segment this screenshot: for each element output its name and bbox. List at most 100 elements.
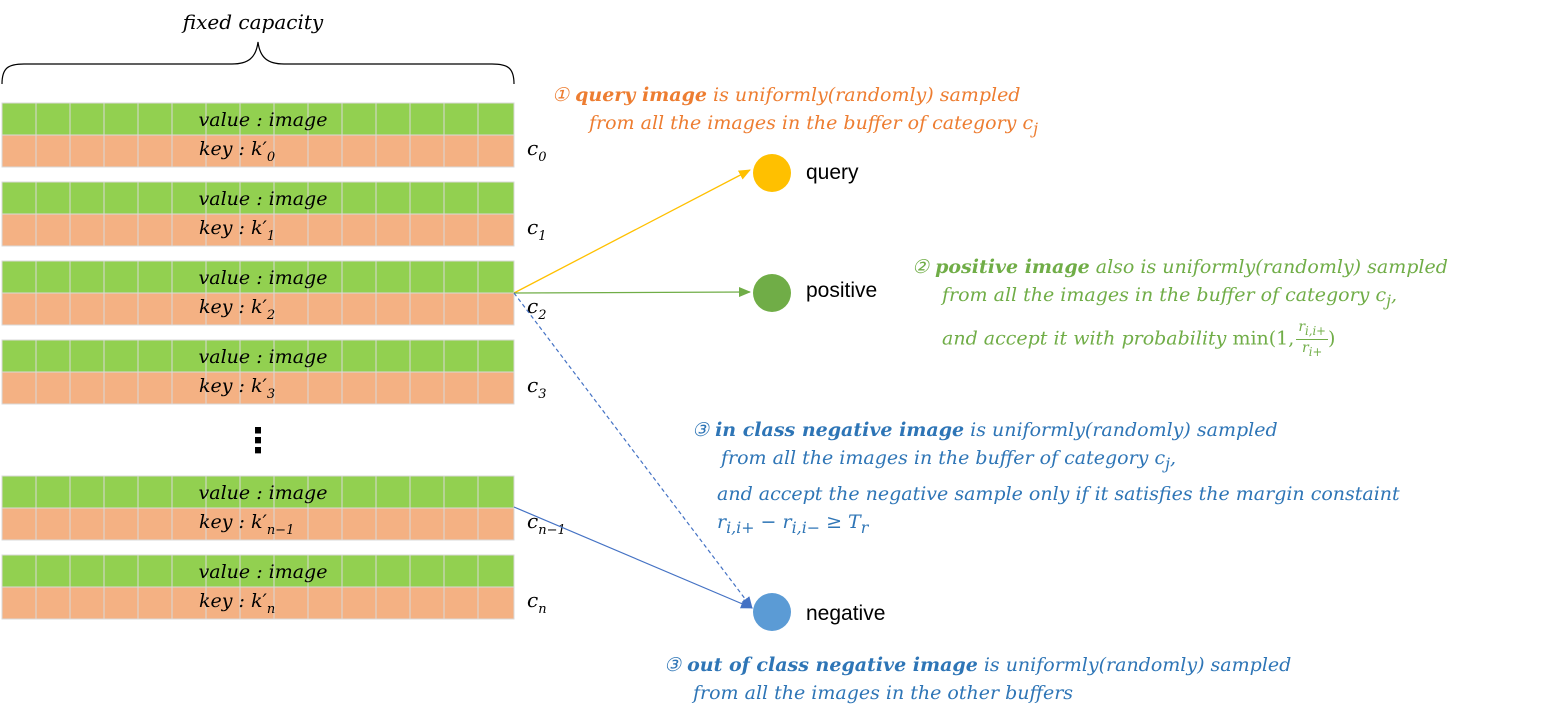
key-cell (239, 292, 275, 326)
key-cell (477, 134, 515, 168)
value-cell (69, 339, 105, 373)
key-cell (375, 507, 411, 541)
key-cell (307, 507, 343, 541)
key-cell (341, 371, 377, 405)
step-marker: ② (912, 256, 930, 278)
key-cell (307, 134, 343, 168)
buffer-value-label: value : image (199, 109, 328, 131)
fraction-numerator: r (1298, 318, 1306, 335)
value-cell (375, 554, 411, 588)
value-cell (341, 260, 377, 294)
query-annotation-line2: from all the images in the buffer of cat… (589, 112, 1034, 134)
value-cell (137, 181, 173, 215)
value-cell (375, 260, 411, 294)
margin-r-pos: r (717, 510, 727, 533)
key-cell (103, 371, 139, 405)
key-cell (409, 134, 445, 168)
key-cell (307, 371, 343, 405)
key-cell (477, 507, 515, 541)
query-annotation-line2-sub: j (1033, 118, 1039, 138)
key-cell (443, 371, 479, 405)
out-class-negative-line1: is uniformly(randomly) sampled (977, 654, 1292, 676)
out-class-negative-annotation: ③ out of class negative image is uniform… (664, 651, 1291, 707)
value-cell (443, 260, 479, 294)
key-cell (137, 292, 173, 326)
value-cell (477, 339, 515, 373)
value-cell (35, 181, 71, 215)
key-cell (239, 371, 275, 405)
value-cell (307, 339, 343, 373)
value-cell (69, 181, 105, 215)
key-cell (1, 586, 37, 620)
key-cell (239, 507, 275, 541)
buffer-category-label: cn (527, 588, 547, 617)
probability-min: min(1, (1232, 327, 1295, 350)
key-cell (103, 507, 139, 541)
value-cell (409, 260, 445, 294)
value-cell (69, 260, 105, 294)
query-annotation-line1: is uniformly(randomly) sampled (706, 84, 1021, 106)
value-cell (1, 260, 37, 294)
positive-arrow (513, 287, 751, 298)
value-cell (477, 102, 515, 136)
buffer-category-subscript: n (538, 602, 546, 617)
value-cell (35, 475, 71, 509)
key-cell (69, 586, 105, 620)
key-cell (273, 586, 309, 620)
margin-geq: ≥ (820, 510, 849, 533)
in-class-negative-bold: in class negative image (715, 419, 965, 441)
key-cell (35, 292, 71, 326)
value-cell (375, 339, 411, 373)
margin-r-neg-sub: i,i− (791, 517, 821, 537)
key-cell (103, 134, 139, 168)
buffer-key-label: key : k′n−1 (199, 511, 294, 538)
value-cell (443, 554, 479, 588)
key-cell (307, 213, 343, 247)
positive-annotation-bold: positive image (935, 256, 1090, 278)
key-cell (69, 507, 105, 541)
value-cell (443, 181, 479, 215)
value-cell (409, 554, 445, 588)
buffer-key-subscript: n−1 (267, 523, 295, 538)
buffer-category-subscript: 3 (538, 387, 546, 402)
key-cell (35, 371, 71, 405)
value-cell (137, 260, 173, 294)
value-cell (477, 554, 515, 588)
key-cell (137, 586, 173, 620)
key-cell (273, 371, 309, 405)
key-cell (1, 507, 37, 541)
key-cell (409, 586, 445, 620)
key-cell (307, 292, 343, 326)
value-cell (341, 554, 377, 588)
positive-annotation-line1: also is uniformly(randomly) sampled (1089, 256, 1448, 278)
value-cell (1, 554, 37, 588)
query-annotation: ① query image is uniformly(randomly) sam… (552, 81, 1038, 143)
key-cell (307, 586, 343, 620)
positive-node-label: positive (806, 279, 877, 302)
probability-close: ) (1327, 327, 1336, 350)
key-cell (477, 213, 515, 247)
buffer-key-label: key : k′0 (199, 138, 275, 165)
value-cell (69, 102, 105, 136)
value-cell (239, 554, 275, 588)
out-class-negative-bold: out of class negative image (687, 654, 978, 676)
key-cell (477, 586, 515, 620)
key-cell (409, 213, 445, 247)
margin-r-pos-sub: i,i+ (726, 517, 755, 537)
key-cell (137, 134, 173, 168)
key-cell (341, 586, 377, 620)
in-class-negative-line1: is uniformly(randomly) sampled (964, 419, 1278, 441)
value-cell (103, 181, 139, 215)
key-cell (205, 213, 241, 247)
value-cell (341, 339, 377, 373)
negative-node-label: negative (806, 602, 885, 625)
margin-threshold-sub: r (860, 517, 869, 537)
key-cell (409, 292, 445, 326)
value-cell (409, 339, 445, 373)
value-cell (443, 475, 479, 509)
key-cell (103, 213, 139, 247)
value-cell (171, 102, 207, 136)
key-cell (171, 586, 207, 620)
